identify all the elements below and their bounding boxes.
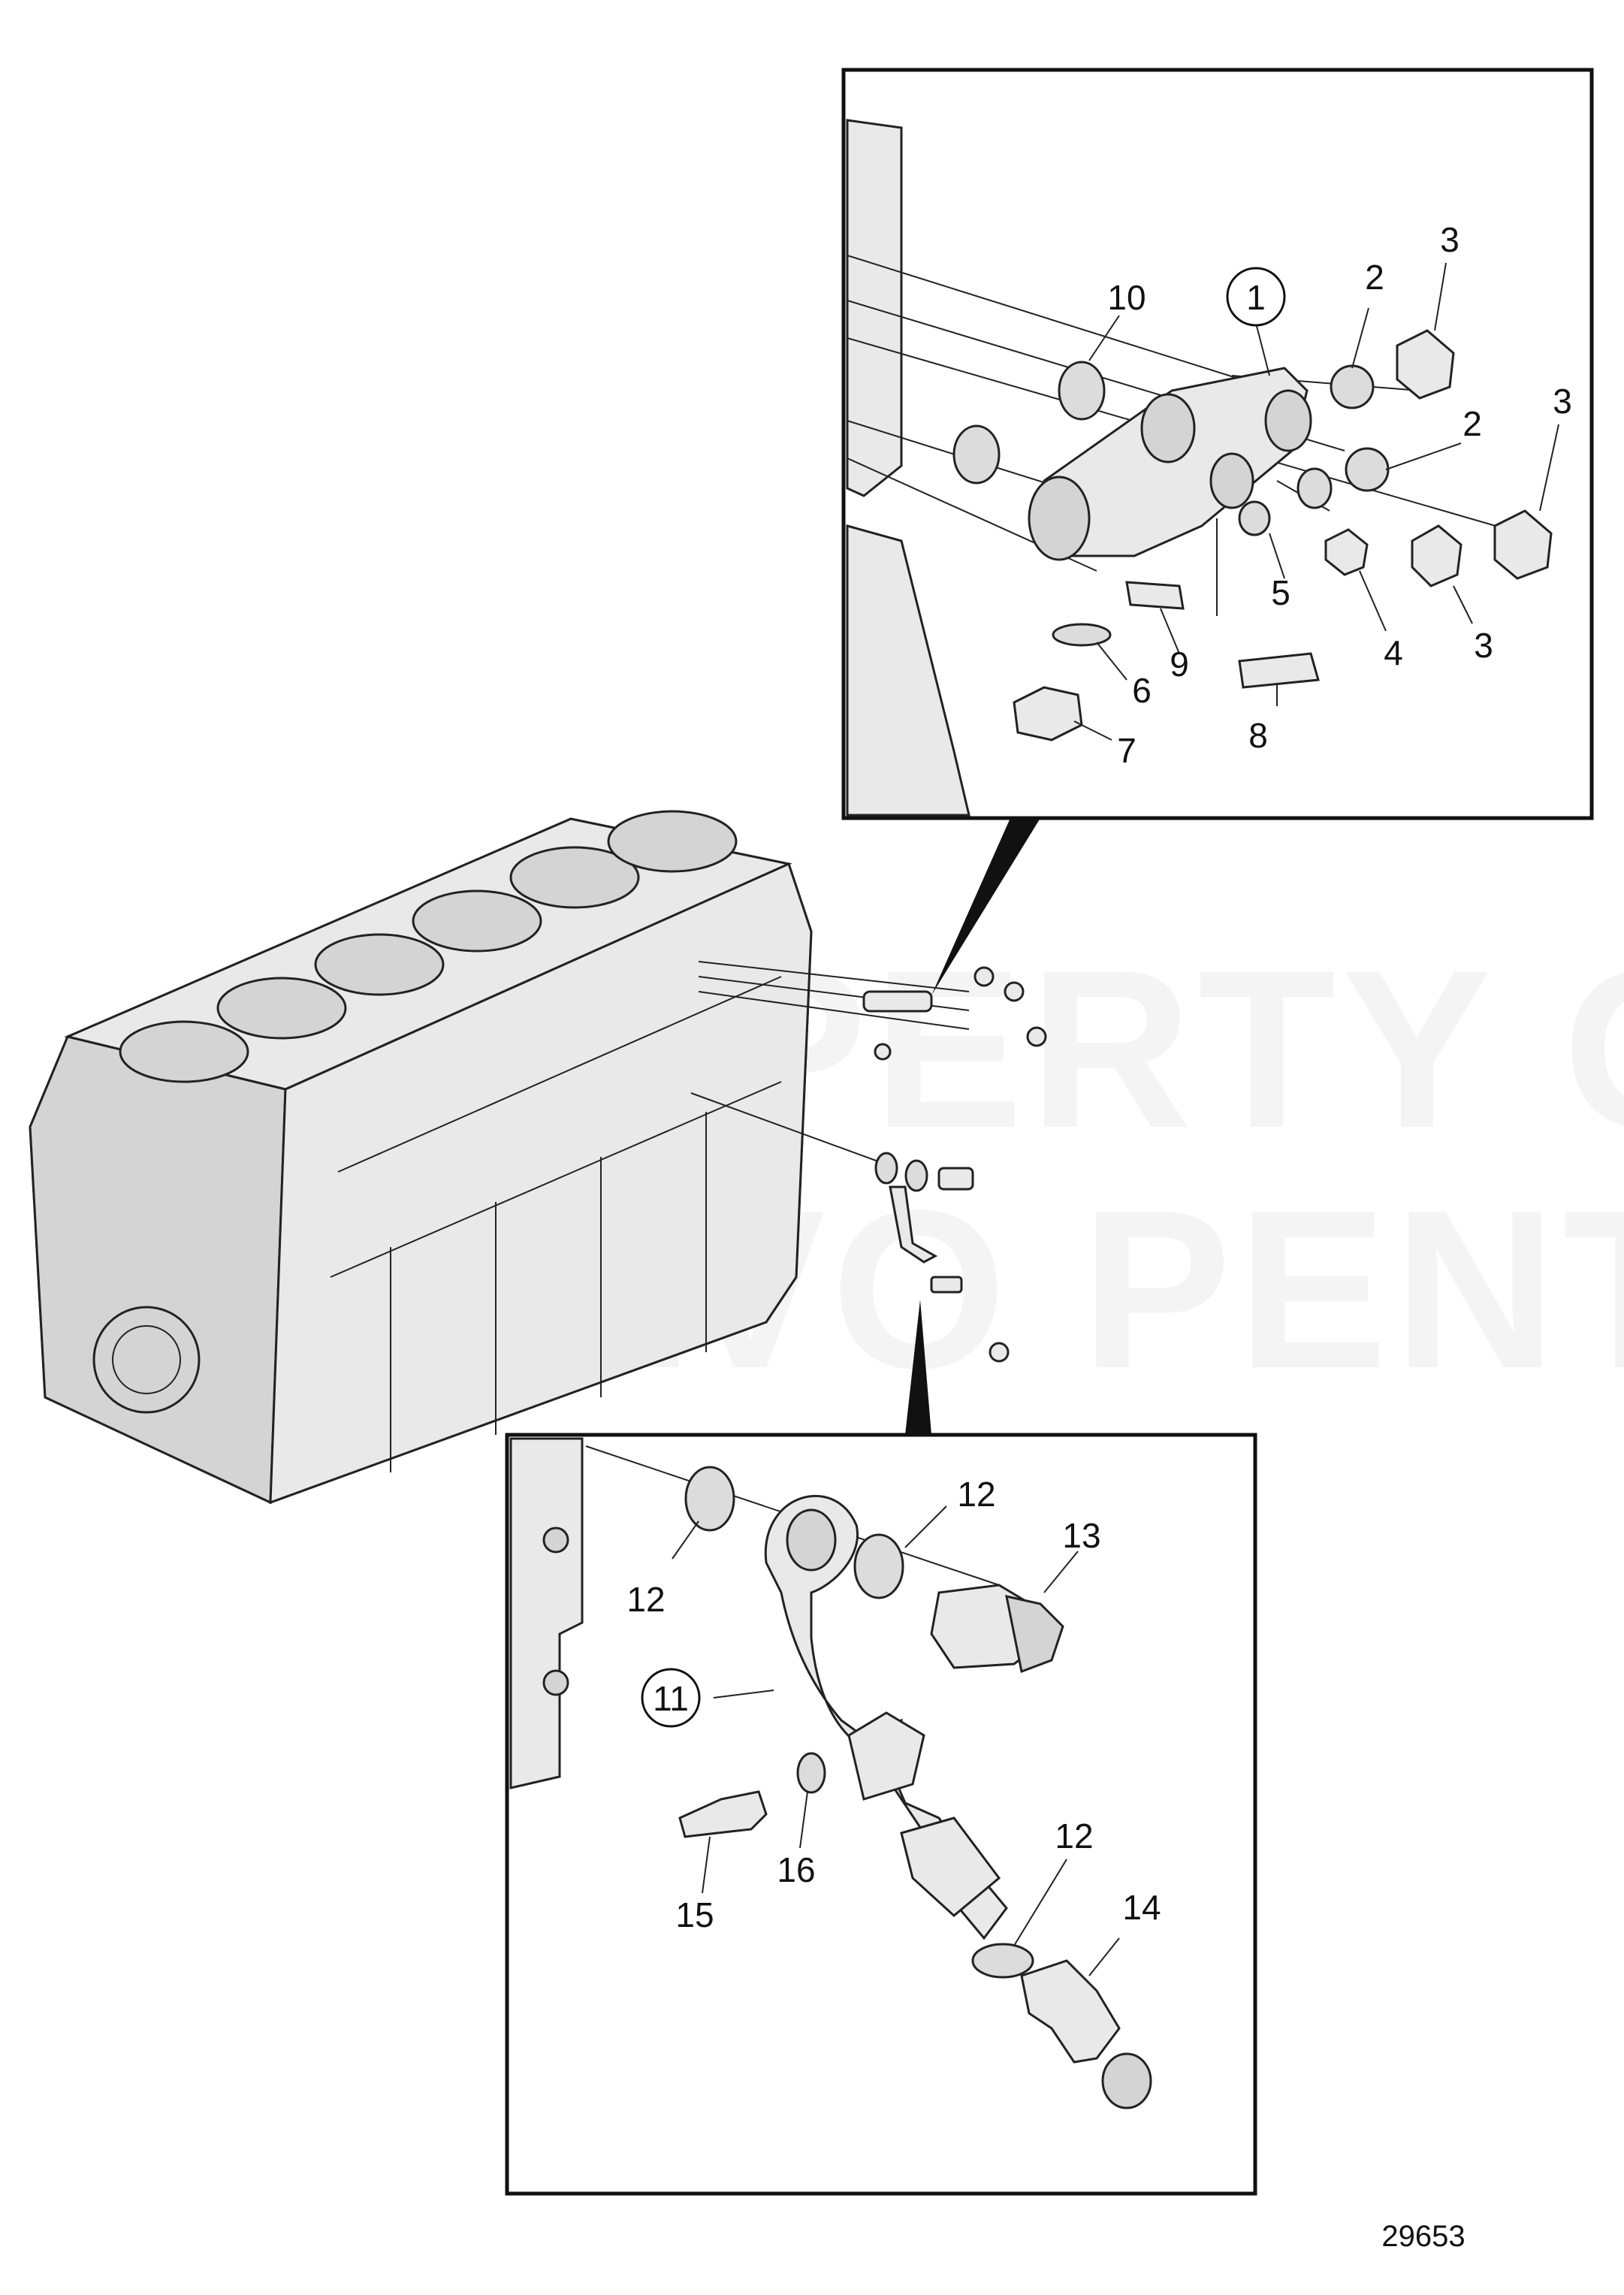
callout-10: 10 — [1107, 278, 1146, 317]
sealing-washer — [952, 424, 1001, 485]
small-parts-top — [698, 961, 1047, 1061]
callout-15: 15 — [675, 1895, 714, 1934]
callout-1: 1 — [1246, 278, 1266, 317]
callout-5: 5 — [1271, 573, 1290, 612]
o-ring — [1052, 623, 1112, 647]
plug — [1396, 329, 1455, 400]
long-bolt — [1238, 652, 1320, 689]
callout-2: 2 — [1463, 404, 1482, 443]
fitting — [678, 1790, 768, 1838]
sealing-washer — [1058, 361, 1106, 421]
callout-12: 12 — [626, 1580, 665, 1619]
callout-7: 7 — [1117, 731, 1136, 770]
callout-9: 9 — [1170, 645, 1189, 684]
callout-11: 11 — [653, 1679, 689, 1718]
callout-16: 16 — [777, 1850, 815, 1889]
callout-8: 8 — [1248, 716, 1268, 755]
detail-frame-top: 1 2 2 3 3 3 4 5 6 7 8 9 10 — [841, 68, 1594, 995]
callout-2: 2 — [1365, 258, 1384, 297]
crank-bore — [92, 1306, 201, 1414]
valve — [1020, 1959, 1121, 2064]
callout-13: 13 — [1062, 1516, 1100, 1555]
small-parts-bottom — [690, 1092, 1010, 1363]
callout-14: 14 — [1122, 1888, 1161, 1927]
callout-3: 3 — [1474, 626, 1493, 665]
callout-4: 4 — [1384, 633, 1403, 672]
small-plug — [1324, 528, 1369, 576]
plug — [1493, 509, 1553, 580]
flange-bolt — [1125, 581, 1185, 610]
plug — [1411, 524, 1463, 587]
callout-3: 3 — [1440, 220, 1459, 259]
detail-frame-bottom: 11 12 12 12 13 14 15 16 — [505, 1300, 1257, 2196]
callout-12: 12 — [957, 1475, 995, 1514]
callout-12: 12 — [1055, 1816, 1093, 1856]
callout-3: 3 — [1553, 382, 1572, 421]
callout-6: 6 — [1132, 671, 1152, 710]
figure-number: 29653 — [1381, 2220, 1465, 2253]
cylinder-bores — [119, 810, 738, 1083]
engine-block — [29, 810, 1047, 1505]
